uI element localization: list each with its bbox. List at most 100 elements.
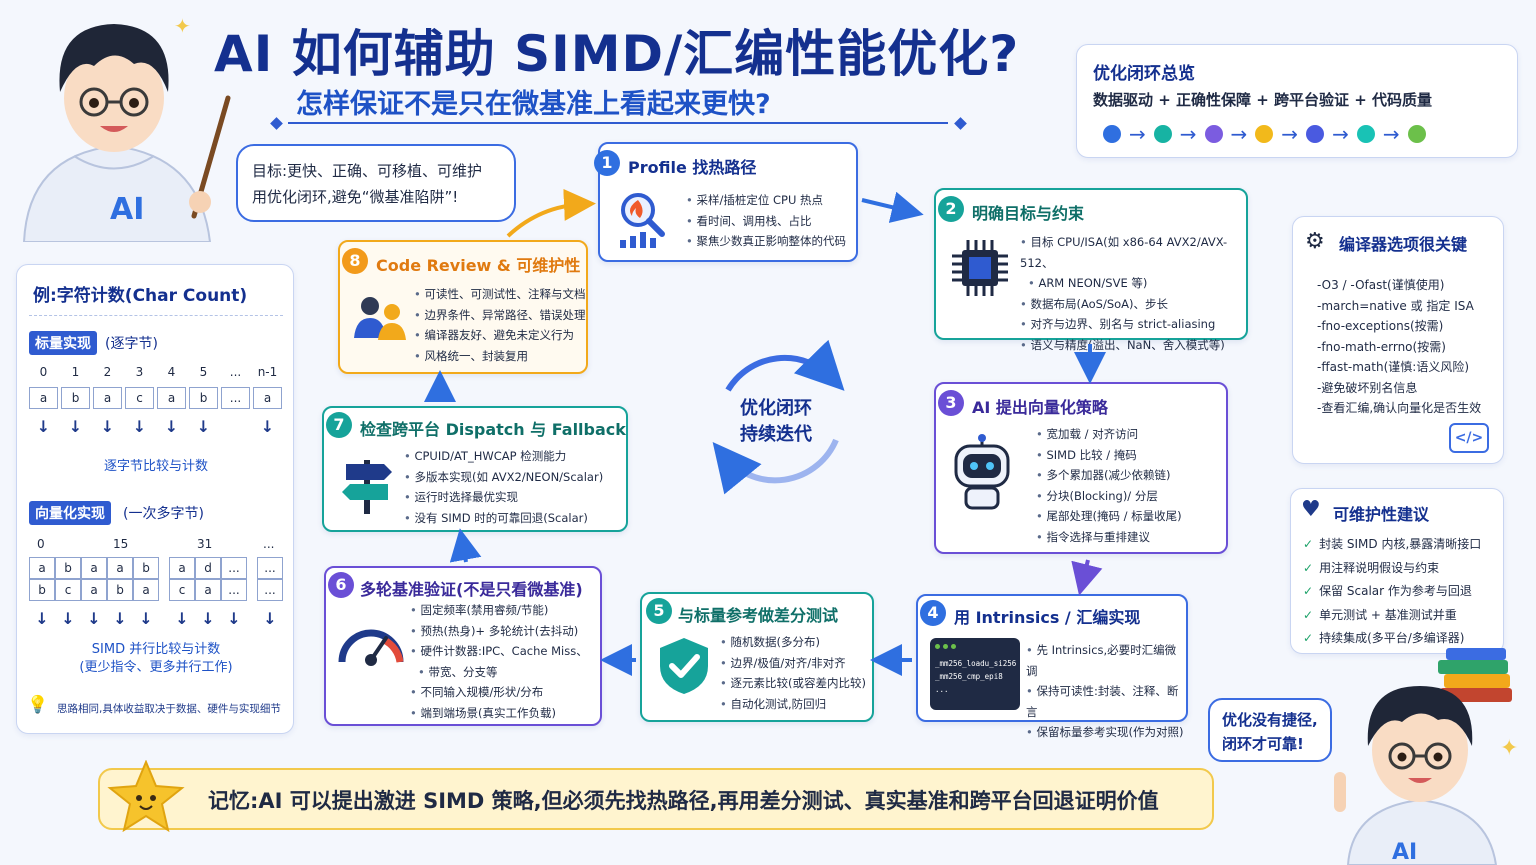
step-1-bullet: 聚焦少数真正影响整体的代码 (686, 231, 846, 252)
step-6-bullet: 硬件计数器:IPC、Cache Miss、 (410, 641, 587, 662)
step-4-bullets: 先 Intrinsics,必要时汇编微调 保持可读性:封装、注释、断言 保留标量… (1026, 640, 1186, 743)
check-icon: ✓ (1303, 560, 1314, 575)
compiler-panel: ⚙ 编译器选项很关键 -O3 / -Ofast(谨慎使用) -march=nat… (1292, 216, 1504, 464)
step-5-bullet: 逐元素比较(或容差内比较) (720, 673, 865, 694)
byte-cell: a (169, 557, 195, 579)
example-title: 例:字符计数(Char Count) (33, 286, 248, 306)
flow-step-dot (1153, 125, 1172, 143)
vector-arrows: ↓ ↓ ↓ ↓ ↓ ↓ ↓ ↓ ↓ (29, 609, 283, 628)
step-8-bullet: 编译器友好、避免未定义行为 (414, 325, 585, 346)
step-6-number: 6 (328, 572, 354, 598)
step-7-title: 检查跨平台 Dispatch 与 Fallback (360, 420, 626, 439)
page-subtitle: 怎样保证不是只在微基准上看起来更快? (296, 89, 771, 120)
maintain-panel: ♥ 可维护性建议 ✓封装 SIMD 内核,暴露清晰接口 ✓用注释说明假设与约束 … (1290, 488, 1504, 654)
byte-cell: ... (221, 579, 247, 601)
maintain-title: 可维护性建议 (1333, 505, 1430, 524)
step-4-number: 4 (920, 600, 946, 626)
byte-cell: b (55, 557, 81, 579)
flow-arrow-icon: → (1332, 122, 1349, 146)
index-label: 1 (71, 365, 80, 379)
step-4-bullet: 先 Intrinsics,必要时汇编微调 (1026, 640, 1186, 681)
step-5-bullet: 自动化测试,防回归 (720, 694, 866, 715)
step-7-bullet: 没有 SIMD 时的可靠回退(Scalar) (404, 508, 603, 529)
review-team-icon (350, 292, 408, 342)
index-label: ... (263, 537, 275, 551)
step-5-bullet: 边界/极值/对齐/非对齐 (720, 653, 866, 674)
step-3-bullet: 指令选择与重排建议 (1036, 527, 1182, 548)
vector-row-1: a b a a b a d ... ... (29, 557, 283, 579)
step-7-bullets: CPUID/AT_HWCAP 检测能力 多版本实现(如 AVX2/NEON/Sc… (404, 446, 603, 528)
step-8-bullet: 风格统一、封装复用 (414, 346, 585, 367)
overview-flow: →→→→→→ (1103, 122, 1426, 146)
step-3-bullet: 分块(Blocking)/ 分层 (1036, 486, 1182, 507)
step-5-bullets: 随机数据(多分布) 边界/极值/对齐/非对齐 逐元素比较(或容差内比较) 自动化… (720, 632, 866, 715)
code-line-2: _mm256_cmp_epi8 (935, 672, 1003, 681)
step-7-number: 7 (326, 412, 352, 438)
maintain-item: ✓封装 SIMD 内核,暴露清晰接口 (1303, 537, 1482, 551)
step-1-bullet: 采样/插桩定位 CPU 热点 (686, 190, 846, 211)
example-tip: 思路相同,具体收益取决于数据、硬件与实现细节 (57, 703, 281, 715)
byte-cell: a (93, 387, 122, 409)
scalar-indices: 0 1 2 3 4 5 ... n-1 (29, 365, 282, 379)
down-arrow-icon: ↓ (35, 609, 49, 628)
scalar-note: (逐字节) (105, 336, 158, 352)
byte-cell: d (195, 557, 221, 579)
code-line-1: _mm256_loadu_si256 (935, 659, 1017, 668)
mascot-speech-bubble: 优化没有捷径, 闭环才可靠! (1208, 698, 1332, 762)
step-3-bullet: SIMD 比较 / 掩码 (1036, 445, 1182, 466)
cycle-line-1: 优化闭环 (740, 398, 812, 419)
step-2-number: 2 (938, 196, 964, 222)
overview-title: 优化闭环总览 (1093, 64, 1195, 84)
compiler-list: -O3 / -Ofast(谨慎使用) -march=native 或 指定 IS… (1317, 275, 1481, 419)
star-mascot-icon (106, 760, 186, 832)
vector-note: (一次多字节) (123, 506, 204, 522)
vector-grid: a b a a b a d ... ... b c a b a c a ... … (29, 557, 283, 601)
byte-cell: a (133, 579, 159, 601)
step-2-bullets: 目标 CPU/ISA(如 x86-64 AVX2/AVX-512、 ARM NE… (1020, 232, 1246, 355)
books-icon (1436, 648, 1516, 704)
step-2-bullet: 语义与精度(溢出、NaN、舍入模式等) (1020, 335, 1246, 356)
step-1-card: 采样/插桩定位 CPU 热点 看时间、调用栈、占比 聚焦少数真正影响整体的代码 (598, 142, 858, 262)
step-6-bullet: 端到端场景(真实工作负载) (410, 703, 588, 724)
code-line-3: ... (935, 685, 949, 694)
index-label: 5 (199, 365, 208, 379)
step-5-card: 随机数据(多分布) 边界/极值/对齐/非对齐 逐元素比较(或容差内比较) 自动化… (640, 592, 874, 722)
flow-step-dot (1204, 125, 1223, 143)
byte-cell: b (133, 557, 159, 579)
compiler-item: -避免破坏别名信息 (1317, 380, 1418, 395)
step-6-title: 多轮基准验证(不是只看微基准) (360, 580, 583, 599)
memory-banner-text: 记忆:AI 可以提出激进 SIMD 策略,但必须先找热路径,再用差分测试、真实基… (208, 789, 1159, 813)
goal-line-2: 用优化闭环,避免“微基准陷阱”! (252, 188, 459, 206)
step-2-bullet-cont: ARM NEON/SVE 等) (1020, 273, 1246, 294)
down-arrow-icon (221, 417, 250, 436)
vector-caption: SIMD 并行比较与计数 (更少指令、更多并行工作) (17, 641, 295, 677)
byte-cell: b (61, 387, 90, 409)
page-title: AI 如何辅助 SIMD/汇编性能优化? (214, 25, 1020, 83)
scalar-arrows: ↓ ↓ ↓ ↓ ↓ ↓ ↓ (29, 417, 282, 436)
step-8-bullet: 可读性、可测试性、注释与文档 (414, 284, 585, 305)
scalar-cells: a b a c a b ... a (29, 387, 282, 409)
step-3-title: AI 提出向量化策略 (972, 398, 1108, 417)
byte-cell: a (157, 387, 186, 409)
maintain-item: ✓持续集成(多平台/多编译器) (1303, 631, 1465, 645)
compiler-item: -fno-math-errno(按需) (1317, 339, 1446, 354)
step-3-bullet: 多个累加器(减少依赖链) (1036, 465, 1182, 486)
byte-cell: ... (257, 579, 283, 601)
check-icon: ✓ (1303, 537, 1314, 551)
vector-indices: 0 15 31 ... (29, 537, 289, 555)
vector-caption-line-1: SIMD 并行比较与计数 (91, 642, 221, 657)
down-arrow-icon: ↓ (175, 609, 189, 628)
down-arrow-icon: ↓ (68, 417, 83, 436)
byte-cell: c (169, 579, 195, 601)
memory-banner (98, 768, 1214, 830)
byte-cell: b (189, 387, 218, 409)
index-label: 0 (39, 365, 48, 379)
index-label: 15 (113, 537, 129, 551)
scalar-caption: 逐字节比较与计数 (103, 459, 208, 474)
step-6-bullet-cont: 带宽、分支等 (410, 662, 588, 683)
flow-step-dot (1407, 125, 1426, 143)
mascot-ai-badge: AI (110, 192, 145, 227)
goal-line-1: 目标:更快、正确、可移植、可维护 (252, 162, 483, 180)
down-arrow-icon: ↓ (201, 609, 215, 628)
